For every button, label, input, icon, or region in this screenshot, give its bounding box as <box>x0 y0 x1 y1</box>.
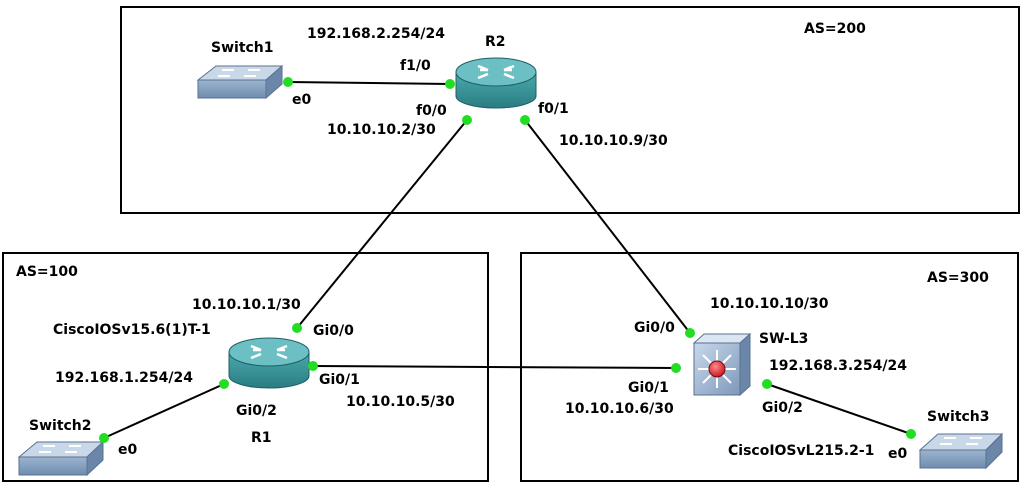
r1-gi0-2-address: 192.168.1.254/24 <box>55 370 193 386</box>
port-r2-f0-1[interactable] <box>520 115 530 125</box>
swl3-gi0-2-label: Gi0/2 <box>762 400 803 416</box>
port-dots <box>99 77 916 443</box>
switch1-icon[interactable] <box>196 64 284 100</box>
link-switch1-r2 <box>287 81 451 85</box>
r1-gi0-1-address: 10.10.10.5/30 <box>346 394 455 410</box>
router-r2-icon[interactable] <box>455 57 537 109</box>
swl3-gi0-1-label: Gi0/1 <box>628 380 669 396</box>
r1-model: CiscoIOSv15.6(1)T-1 <box>53 322 211 338</box>
swl3-gi0-0-address: 10.10.10.10/30 <box>710 296 829 312</box>
switch3-name: Switch3 <box>927 409 990 425</box>
swl3-icon[interactable] <box>692 332 752 397</box>
r1-gi0-1-label: Gi0/1 <box>319 372 360 388</box>
port-r2-f1-0[interactable] <box>445 79 455 89</box>
r1-gi0-2-label: Gi0/2 <box>236 403 277 419</box>
swl3-name: SW-L3 <box>759 331 808 347</box>
switch3-icon[interactable] <box>918 432 1004 470</box>
port-switch3-e0[interactable] <box>906 429 916 439</box>
swl3-gi0-1-address: 10.10.10.6/30 <box>565 401 674 417</box>
as200-area <box>120 6 1020 214</box>
switch2-icon[interactable] <box>17 440 105 477</box>
swl3-gi0-0-label: Gi0/0 <box>634 320 675 336</box>
link-swl3-switch3 <box>766 383 912 435</box>
link-r1-swl3 <box>312 365 677 369</box>
r1-gi0-0-label: Gi0/0 <box>313 323 354 339</box>
switch1-e0-label: e0 <box>292 92 311 108</box>
r1-name: R1 <box>251 430 272 446</box>
swl3-gi0-2-address: 192.168.3.254/24 <box>769 358 907 374</box>
switch2-e0-label: e0 <box>118 442 137 458</box>
links <box>103 81 912 439</box>
port-r1-gi0-1[interactable] <box>308 361 318 371</box>
swl3-model: CiscoIOSvL215.2-1 <box>728 443 874 459</box>
port-switch1-e0[interactable] <box>283 77 293 87</box>
link-r1-switch2 <box>103 383 225 439</box>
link-r2-swl3 <box>524 119 691 334</box>
link-r2-r1 <box>296 119 468 329</box>
switch1-name: Switch1 <box>211 40 274 56</box>
r2-f1-0-address: 192.168.2.254/24 <box>307 26 445 42</box>
router-r1-icon[interactable] <box>228 337 310 389</box>
port-swl3-gi0-0[interactable] <box>685 328 695 338</box>
r1-gi0-0-address: 10.10.10.1/30 <box>192 297 301 313</box>
r2-f1-0-label: f1/0 <box>400 58 431 74</box>
r2-f0-1-address: 10.10.10.9/30 <box>559 133 668 149</box>
port-r1-gi0-2[interactable] <box>219 379 229 389</box>
r2-f0-0-address: 10.10.10.2/30 <box>327 122 436 138</box>
r2-f0-0-label: f0/0 <box>416 103 447 119</box>
port-switch2-e0[interactable] <box>99 433 109 443</box>
switch3-e0-label: e0 <box>888 446 907 462</box>
port-swl3-gi0-2[interactable] <box>762 379 772 389</box>
as300-label: AS=300 <box>927 270 989 286</box>
port-r2-f0-0[interactable] <box>462 115 472 125</box>
r2-f0-1-label: f0/1 <box>538 101 569 117</box>
switch2-name: Switch2 <box>29 418 92 434</box>
r2-name: R2 <box>485 34 506 50</box>
port-r1-gi0-0[interactable] <box>292 323 302 333</box>
as100-label: AS=100 <box>16 264 78 280</box>
port-swl3-gi0-1[interactable] <box>671 363 681 373</box>
as200-label: AS=200 <box>804 21 866 37</box>
